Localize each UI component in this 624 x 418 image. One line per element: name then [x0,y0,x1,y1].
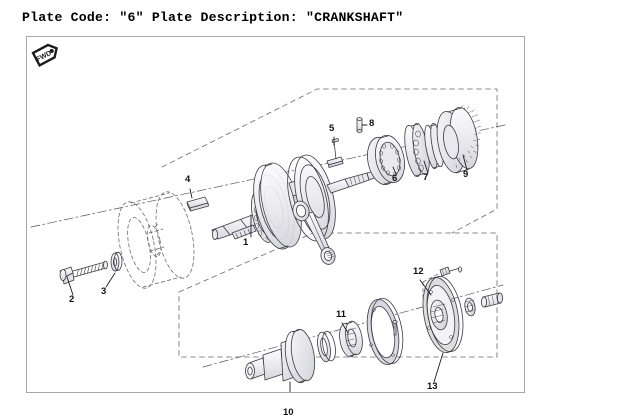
callout-6[interactable]: 6 [392,173,398,184]
part-flywheel-washer [110,251,123,272]
part-balancer-shaft [245,328,316,384]
part-primary-drive-gear [436,105,481,174]
diagram-panel: FWD [26,36,525,417]
part-woodruff-key-small [326,138,344,168]
part-needle-bearing [367,134,405,186]
callout-12[interactable]: 12 [413,266,424,277]
part-roller-bearing [404,122,444,178]
part-dowel-pin [356,117,363,133]
connecting-rod [292,200,336,265]
callout-11[interactable]: 11 [336,309,347,320]
callout-7[interactable]: 7 [423,172,429,183]
callout-2[interactable]: 2 [69,294,75,305]
callout-8[interactable]: 8 [369,118,375,129]
callout-13[interactable]: 13 [427,381,438,392]
part-woodruff-key-large [186,196,209,212]
part-balancer-bearing [339,320,363,358]
part-crankshaft-assembly [211,154,382,265]
part-phantom-flywheel [117,191,195,289]
callout-9[interactable]: 9 [463,169,469,180]
part-small-pin-lower [392,320,398,336]
part-rotor-bolt [422,266,462,304]
leader-lines [66,124,468,392]
page-title-bar: Plate Code: "6" Plate Description: "CRAN… [0,0,624,34]
tag-icon[interactable]: FWD [31,41,61,67]
parts-diagram [30,88,506,392]
callout-3[interactable]: 3 [101,286,107,297]
part-rotor-nut [464,297,476,317]
callout-10[interactable]: 10 [283,407,294,418]
part-small-ring [317,330,336,363]
part-rotor-stud [480,292,503,308]
group-boundary-upper [161,88,498,234]
page-title: Plate Code: "6" Plate Description: "CRAN… [22,9,404,25]
callout-4[interactable]: 4 [185,174,191,185]
callout-1[interactable]: 1 [243,237,249,248]
part-rotor-assembly [422,276,464,353]
part-flywheel-bolt [59,260,108,285]
part-oval-plate [366,297,404,366]
callout-5[interactable]: 5 [329,123,335,134]
